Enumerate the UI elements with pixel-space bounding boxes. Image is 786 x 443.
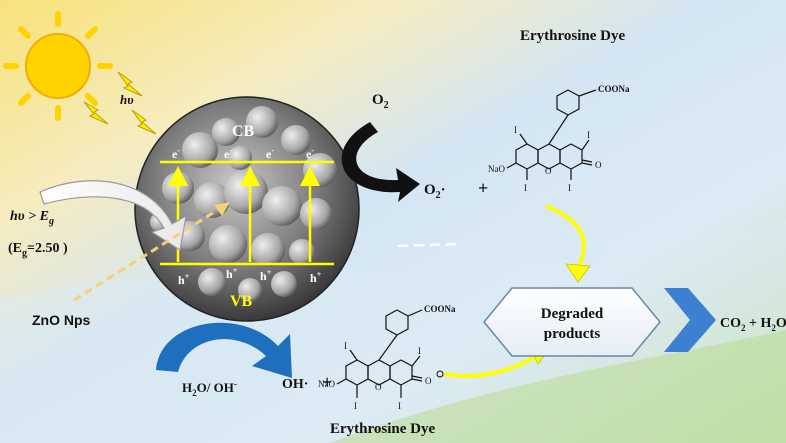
zno-label: ZnO Nps — [32, 312, 91, 328]
oxygen-reactant: O2 — [372, 92, 389, 111]
svg-text:NaO: NaO — [318, 379, 335, 389]
erythrosine-structure-top — [506, 89, 597, 180]
svg-text:h+: h+ — [260, 268, 272, 283]
zno-pointer-head — [214, 202, 230, 216]
svg-text:I: I — [568, 183, 571, 193]
water-plus: + — [322, 372, 332, 392]
hydroxyl-product: OH· — [282, 377, 308, 392]
erythrosine-structure-bottom — [336, 309, 423, 398]
bandgap-value: (Eg=2.50 ) — [8, 241, 68, 259]
superoxide-product: O2· — [424, 182, 446, 201]
svg-text:e-: e- — [306, 146, 314, 161]
svg-text:COONa: COONa — [598, 84, 630, 94]
dye-title-top: Erythrosine Dye — [520, 28, 625, 44]
sun-icon — [3, 11, 113, 121]
svg-text:I: I — [514, 125, 517, 135]
water-reactant: H2O/ OH- — [182, 379, 237, 398]
svg-text:I: I — [524, 183, 527, 193]
degraded-label-line1: Degraded — [541, 306, 604, 322]
svg-text:I: I — [398, 401, 401, 411]
photon-label: hυ — [120, 92, 134, 107]
hole-labels: h+ h+ h+ h+ — [178, 266, 322, 287]
svg-text:e-: e- — [266, 146, 274, 161]
lightning-icon — [83, 71, 157, 135]
svg-text:O: O — [375, 382, 382, 392]
separator-line — [397, 242, 461, 248]
degraded-label-line2: products — [544, 326, 601, 342]
erythrosine-labels-top: COONa I I NaO I I O O — [488, 84, 630, 193]
dye-arrow-origin — [436, 370, 444, 378]
cb-label: CB — [232, 123, 255, 140]
oxygen-plus: + — [478, 178, 488, 198]
svg-text:I: I — [344, 341, 347, 351]
svg-text:h+: h+ — [178, 272, 190, 287]
dye-to-degraded-arrowhead-top — [565, 263, 591, 283]
svg-text:h+: h+ — [226, 266, 238, 281]
svg-text:I: I — [418, 346, 421, 356]
excitation-condition: hυ > Eg — [10, 209, 54, 227]
svg-text:O: O — [425, 376, 432, 386]
svg-text:I: I — [354, 401, 357, 411]
svg-text:I: I — [587, 130, 590, 140]
svg-text:O: O — [545, 166, 552, 176]
svg-text:e-: e- — [172, 146, 180, 161]
vb-label: VB — [230, 293, 253, 310]
svg-text:NaO: NaO — [488, 164, 505, 174]
svg-text:e-: e- — [224, 146, 232, 161]
electron-labels: e- e- e- e- — [172, 146, 314, 161]
water-oxidation-arrow — [156, 322, 292, 378]
oxygen-reduction-arrow — [341, 122, 420, 202]
svg-text:COONa: COONa — [424, 304, 456, 314]
erythrosine-labels-bottom: COONa I I NaO I I O O — [318, 304, 456, 411]
svg-text:O: O — [595, 160, 602, 170]
final-chevron-arrow — [664, 288, 716, 352]
zno-pointer-line — [73, 204, 225, 302]
background-green-band — [330, 330, 786, 443]
degraded-products-box — [483, 287, 661, 357]
svg-text:h+: h+ — [310, 270, 322, 285]
dye-to-degraded-arrow-bottom — [443, 354, 539, 378]
final-products: CO2 + H2O — [720, 316, 786, 333]
dye-title-bottom: Erythrosine Dye — [330, 421, 435, 437]
dye-to-degraded-arrow-top — [545, 204, 586, 269]
incident-light-arrow — [39, 180, 187, 251]
